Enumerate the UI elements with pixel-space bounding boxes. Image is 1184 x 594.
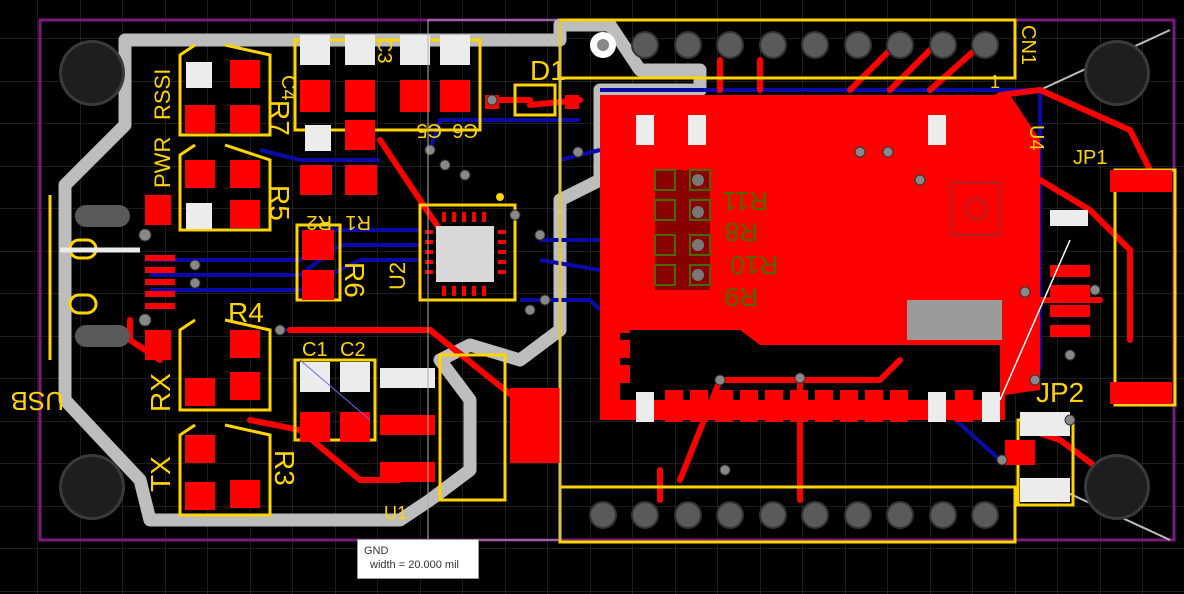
ratsnest-line-2: [299, 359, 371, 421]
label-u2: U2: [385, 262, 410, 290]
resistor-array: [654, 169, 711, 290]
label-r11: R11: [722, 186, 768, 216]
header-cn1-pins: [590, 31, 999, 59]
label-r6: R6: [339, 262, 370, 298]
smd-pads: [145, 60, 1172, 510]
label-r9: R9: [725, 282, 758, 312]
label-r7: R7: [264, 100, 295, 136]
u4-thermal-pad: [907, 300, 1002, 340]
label-r10: R10: [730, 250, 778, 280]
selection-outline: [427, 19, 561, 541]
label-cn1: CN1: [1017, 25, 1039, 65]
label-tx: TX: [145, 456, 176, 492]
u4-mark: [951, 182, 1001, 236]
label-r4: R4: [228, 297, 264, 328]
label-c3: C3: [373, 38, 395, 64]
label-u4: U4: [1025, 125, 1047, 151]
label-c6: C6: [452, 119, 478, 141]
label-usb: USB: [11, 386, 64, 416]
vias: [138, 94, 1101, 476]
net-tooltip: GND width = 20.000 mil: [357, 539, 479, 579]
label-c1: C1: [302, 339, 328, 361]
white-pads: [186, 35, 1088, 502]
mounting-holes: [59, 40, 1150, 520]
label-c5: C5: [416, 119, 442, 141]
label-jp1: JP1: [1073, 147, 1107, 169]
label-r1: R1: [345, 211, 371, 233]
label-jp2: JP2: [1036, 377, 1084, 408]
header-bottom-pins: [589, 501, 999, 529]
ratsnest-line: [999, 239, 1071, 401]
label-u1: U1: [384, 503, 407, 523]
usb-connector: [60, 205, 175, 347]
label-r5: R5: [264, 185, 295, 221]
u2-chip[interactable]: [425, 193, 506, 296]
label-r3: R3: [269, 450, 300, 486]
label-pin1: 1: [990, 72, 1000, 92]
label-r2: R2: [306, 211, 332, 233]
gnd-polygon-trace[interactable]: [58, 18, 707, 527]
label-pwr: PWR: [150, 137, 175, 188]
tooltip-width: width = 20.000 mil: [370, 559, 459, 571]
silkscreen-labels: C4 C3 C5 C6 D1 CN1 1 RSSI PWR R7 R5 R2 R…: [11, 25, 1108, 523]
tooltip-net-name: GND: [364, 545, 389, 557]
label-r8: R8: [725, 217, 758, 247]
label-rx: RX: [145, 373, 176, 412]
label-rssi: RSSI: [150, 69, 175, 120]
label-c2: C2: [340, 339, 366, 361]
label-c4: C4: [277, 75, 299, 101]
